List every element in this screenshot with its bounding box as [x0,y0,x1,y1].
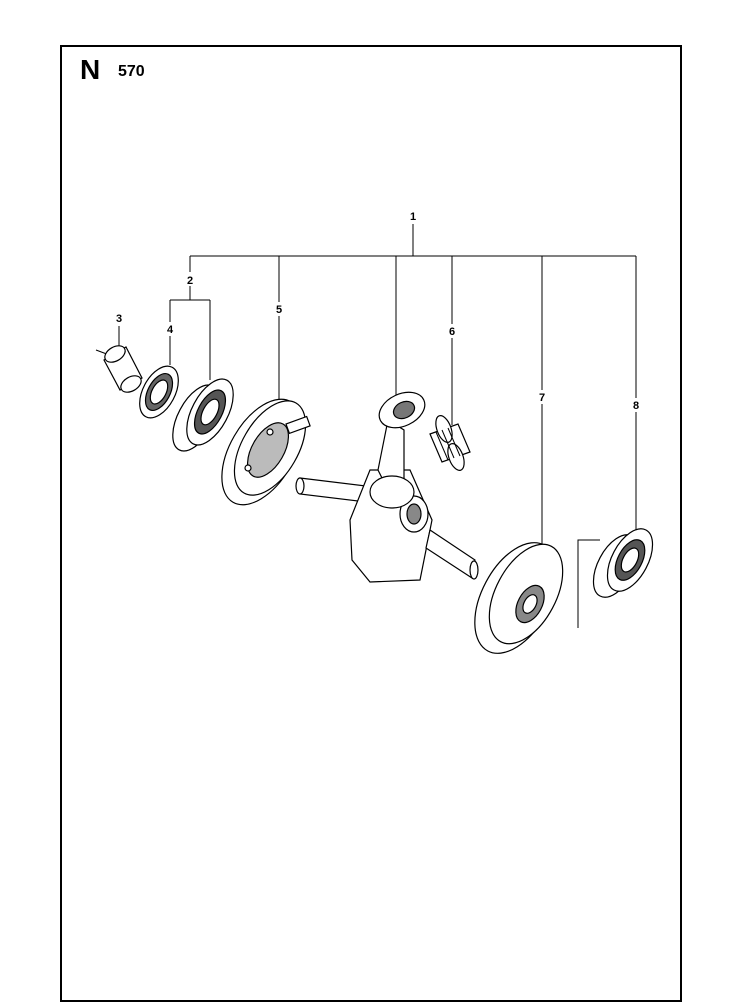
callout-3: 3 [116,313,122,325]
part-8-bearing [592,528,654,598]
part-7-flywheel-half [474,542,564,654]
part-2-bearing [172,378,234,452]
page-frame [60,45,682,1002]
callout-1: 1 [410,211,416,223]
part-6-needle-bearing [429,415,471,471]
callout-6: 6 [449,326,455,338]
callout-labels: 1 2 3 4 5 6 7 8 [116,211,639,412]
section-letter: N [80,54,101,85]
callout-7: 7 [539,392,545,404]
callout-4: 4 [167,324,174,336]
callout-5: 5 [276,304,282,316]
leader-lines [118,224,637,628]
part-3-sleeve [95,345,143,393]
callout-8: 8 [633,400,639,412]
part-4-seal [139,365,179,419]
callout-2: 2 [187,275,193,287]
model-number: 570 [118,63,145,80]
part-5-flywheel-half [221,398,311,506]
connecting-rod [369,391,426,509]
